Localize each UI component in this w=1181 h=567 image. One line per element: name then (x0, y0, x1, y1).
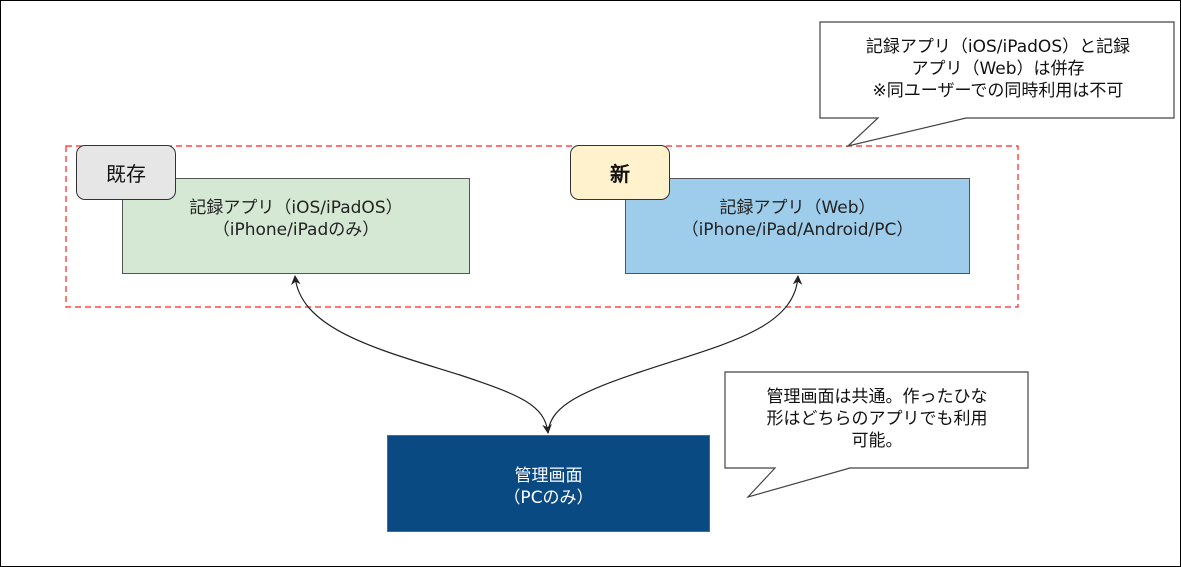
callout-coexist-line: 記録アプリ（iOS/iPadOS）と記録 (865, 37, 1131, 57)
admin-screen-box: 管理画面 （PCのみ） (387, 435, 710, 532)
admin-devices: （PCのみ） (503, 487, 594, 508)
connector-new-admin (547, 275, 803, 434)
existing-app-devices: （iPhone/iPadのみ） (212, 220, 380, 240)
connector-existing-admin (291, 275, 552, 434)
existing-app-title: 記録アプリ（iOS/iPadOS） (189, 198, 403, 218)
existing-record-app-box: 記録アプリ（iOS/iPadOS） （iPhone/iPadのみ） (122, 178, 470, 274)
callout-shared-admin-shape (724, 371, 1029, 499)
new-app-title: 記録アプリ（Web） (719, 198, 876, 218)
callout-shared-admin-line: 形はどちらのアプリでも利用 (766, 409, 988, 429)
admin-title: 管理画面 (514, 465, 583, 486)
callout-shared-admin-line: 可能。 (851, 431, 903, 451)
new-app-devices: （iPhone/iPad/Android/PC） (681, 220, 914, 240)
callout-shared-admin-line: 管理画面は共通。作ったひな (766, 387, 988, 407)
coexist-group-border (65, 145, 1019, 308)
callout-coexist-shape (819, 21, 1175, 148)
existing-tag: 既存 (76, 145, 176, 200)
new-tag: 新 (570, 145, 670, 200)
callout-coexist-line: アプリ（Web）は併存 (911, 59, 1085, 79)
new-web-app-box: 記録アプリ（Web） （iPhone/iPad/Android/PC） (625, 178, 970, 274)
callout-coexist-note: ※同ユーザーでの同時利用は不可 (872, 81, 1124, 101)
callout-shared-admin-text: 管理画面は共通。作ったひな 形はどちらのアプリでも利用 可能。 (727, 386, 1027, 452)
callout-coexist-text: 記録アプリ（iOS/iPadOS）と記録 アプリ（Web）は併存 ※同ユーザーで… (822, 36, 1174, 102)
